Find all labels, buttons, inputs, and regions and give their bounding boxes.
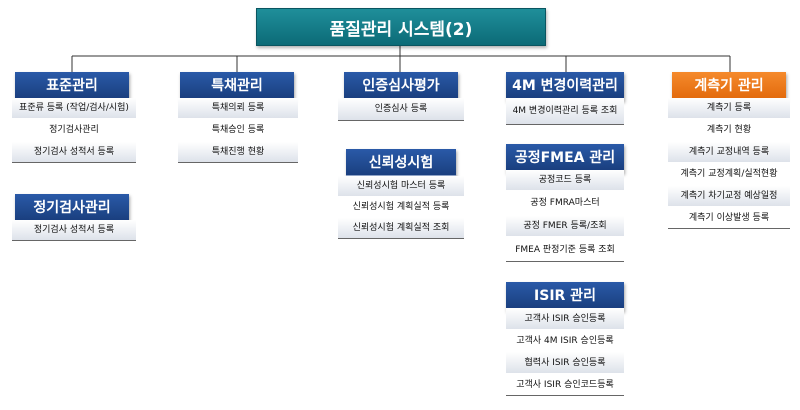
item-customer-isir-code[interactable]: 고객사 ISIR 승인코드등록 xyxy=(506,374,624,396)
item-periodic-inspection-report[interactable]: 정기검사 성적서 등록 xyxy=(12,220,136,241)
header-isir-management[interactable]: ISIR 관리 xyxy=(506,282,624,311)
header-special-adoption[interactable]: 특채관리 xyxy=(180,72,294,101)
item-calibration-plan[interactable]: 계측기 교정계획/실적현황 xyxy=(680,169,778,179)
system-title: 품질관리 시스템(2) xyxy=(256,8,546,46)
item-periodic-inspection[interactable]: 정기검사관리 xyxy=(49,125,99,135)
header-periodic-inspection[interactable]: 정기검사관리 xyxy=(15,194,129,223)
item-instrument-anomaly[interactable]: 계측기 이상발생 등록 xyxy=(668,208,790,229)
item-calibration-history[interactable]: 계측기 교정내역 등록 xyxy=(668,142,790,162)
item-standard-register[interactable]: 표준류 등록 (작업/검사/시험) xyxy=(12,98,136,118)
item-process-fmra-master[interactable]: 공정 FMRA마스터 xyxy=(530,198,600,208)
header-4m-change-history[interactable]: 4M 변경이력관리 xyxy=(506,72,624,101)
item-supplier-isir[interactable]: 협력사 ISIR 승인등록 xyxy=(506,352,624,373)
header-reliability-test[interactable]: 신뢰성시험 xyxy=(346,149,456,178)
item-4m-change-register[interactable]: 4M 변경이력관리 등록 조회 xyxy=(506,98,624,125)
item-periodic-report[interactable]: 정기검사 성적서 등록 xyxy=(12,142,136,163)
header-process-fmea[interactable]: 공정FMEA 관리 xyxy=(506,144,624,173)
item-reliability-master[interactable]: 신뢰성시험 마스터 등록 xyxy=(338,176,464,196)
item-fmea-criteria[interactable]: FMEA 판정기준 등록 조회 xyxy=(506,239,624,262)
item-certification-register[interactable]: 인증심사 등록 xyxy=(338,98,464,121)
item-next-calibration[interactable]: 계측기 차기교정 예상일정 xyxy=(668,186,790,206)
item-special-request[interactable]: 특채의뢰 등록 xyxy=(178,98,298,118)
item-customer-isir[interactable]: 고객사 ISIR 승인등록 xyxy=(506,308,624,329)
header-certification-audit[interactable]: 인증심사평가 xyxy=(344,72,458,101)
item-special-status[interactable]: 특채진행 현황 xyxy=(178,142,298,163)
item-instrument-register[interactable]: 계측기 등록 xyxy=(668,98,790,118)
item-process-code[interactable]: 공정코드 등록 xyxy=(506,170,624,190)
item-process-fmer[interactable]: 공정 FMER 등록/조회 xyxy=(506,216,624,236)
item-instrument-status[interactable]: 계측기 현황 xyxy=(706,125,752,135)
item-reliability-plan-view[interactable]: 신뢰성시험 계획실적 조회 xyxy=(338,218,464,239)
item-special-approval[interactable]: 특채승인 등록 xyxy=(211,125,265,135)
header-instrument-management[interactable]: 계측기 관리 xyxy=(672,72,786,101)
item-customer-4m-isir[interactable]: 고객사 4M ISIR 승인등록 xyxy=(516,335,614,346)
item-reliability-plan-register[interactable]: 신뢰성시험 계획실적 등록 xyxy=(352,202,450,212)
header-standard-management[interactable]: 표준관리 xyxy=(15,72,129,101)
